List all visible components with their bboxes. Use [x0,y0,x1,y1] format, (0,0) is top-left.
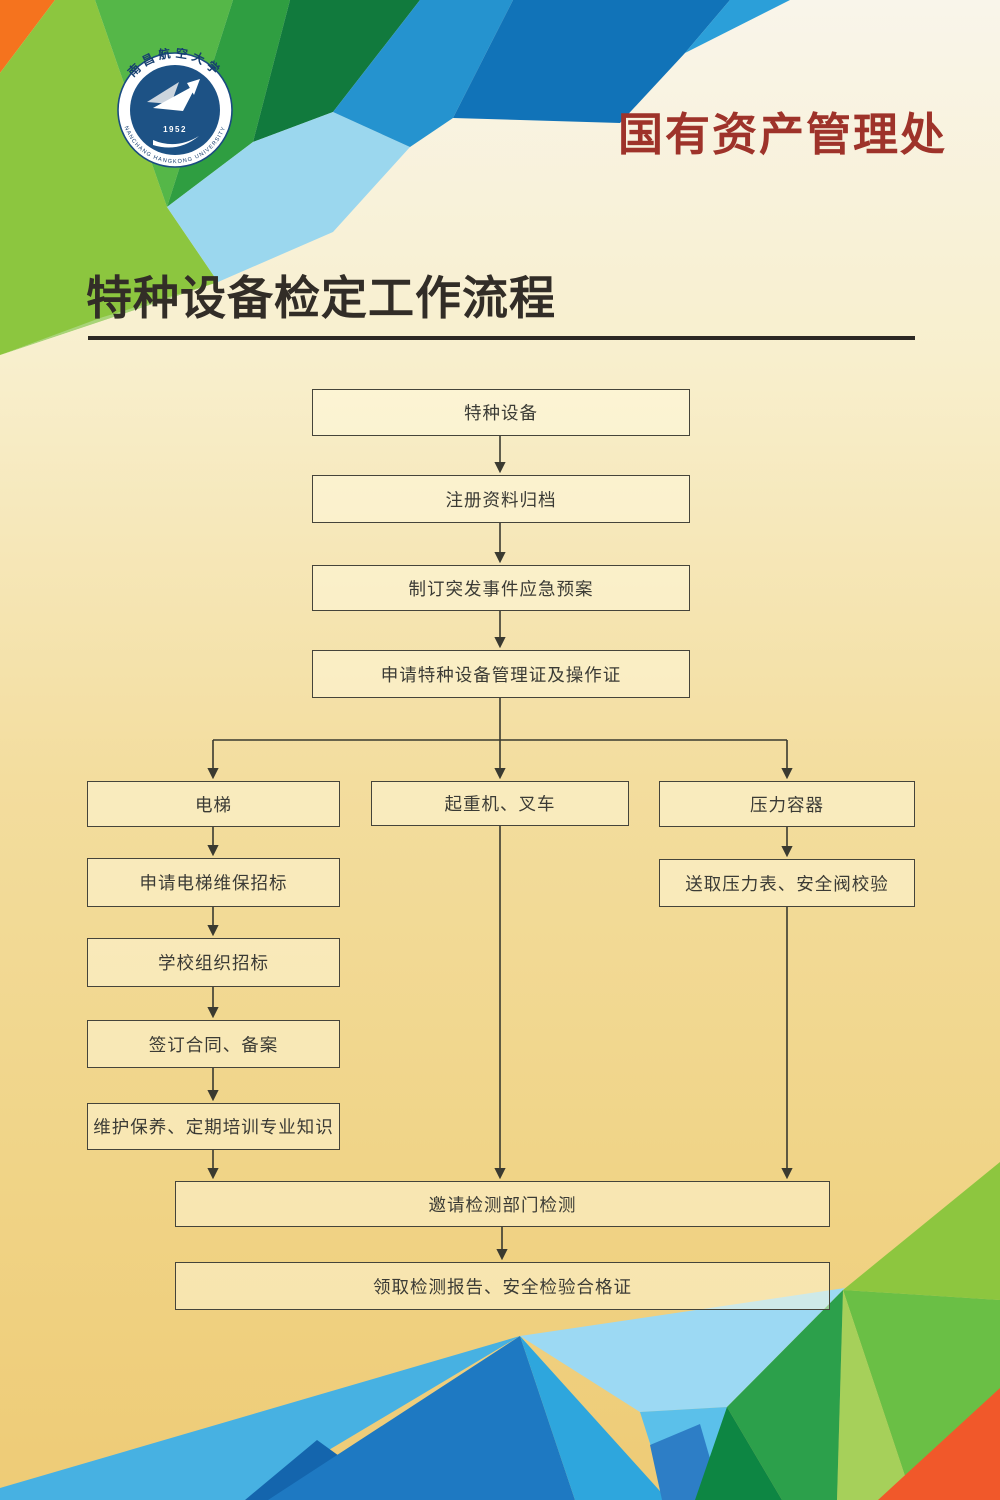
title-underline [88,336,915,340]
medium-green-fan [727,1290,843,1500]
flow-node-maintenance-training: 维护保养、定期培训专业知识 [87,1103,340,1150]
logo-airplane-icon [147,79,200,148]
flow-node-pressure-gauge-valve-calibration: 送取压力表、安全阀校验 [659,859,915,907]
flow-node-emergency-plan: 制订突发事件应急预案 [312,565,690,611]
deep-green-polygon [253,0,420,142]
flow-node-pressure-vessel: 压力容器 [659,781,915,827]
green-fan-right [843,1290,1000,1500]
small-blue-triangle [650,1424,722,1500]
light-blue-wedge [0,1336,520,1500]
right-blue-triangle [685,0,790,53]
orange-triangle [0,0,55,73]
flow-node-school-bidding: 学校组织招标 [87,938,340,987]
yellow-green-wedge [837,1290,913,1500]
flow-node-apply-certificates: 申请特种设备管理证及操作证 [312,650,690,698]
sky-filler-polygon [640,1407,760,1500]
medium-blue-polygon [333,0,513,147]
flow-node-elevator-maintenance-bidding: 申请电梯维保招标 [87,858,340,907]
poster-title: 特种设备检定工作流程 [86,272,556,324]
cyan-triangle [520,1336,668,1500]
corner-red-triangle [878,1388,1000,1500]
flow-node-sign-contract-filing: 签订合同、备案 [87,1020,340,1068]
medium-blue-peak [268,1336,575,1500]
department-title: 国有资产管理处 [618,110,948,160]
university-logo-icon: 南昌航空大学 NANCHANG HANGKONG UNIVERSITY 1952 [117,48,233,168]
flow-node-elevator: 电梯 [87,781,340,827]
flow-node-registration-archiving: 注册资料归档 [312,475,690,523]
logo-year-label: 1952 [163,125,187,134]
flow-node-invite-inspection: 邀请检测部门检测 [175,1181,830,1227]
flow-node-crane-forklift: 起重机、叉车 [371,781,629,826]
bottom-blue-triangles-group [0,1288,845,1500]
light-green-fan [843,1162,1000,1300]
dark-blue-peak [245,1440,400,1500]
flow-node-receive-report-certificate: 领取检测报告、安全检验合格证 [175,1262,830,1310]
flow-node-special-equipment: 特种设备 [312,389,690,436]
dark-green-fan [695,1407,782,1500]
